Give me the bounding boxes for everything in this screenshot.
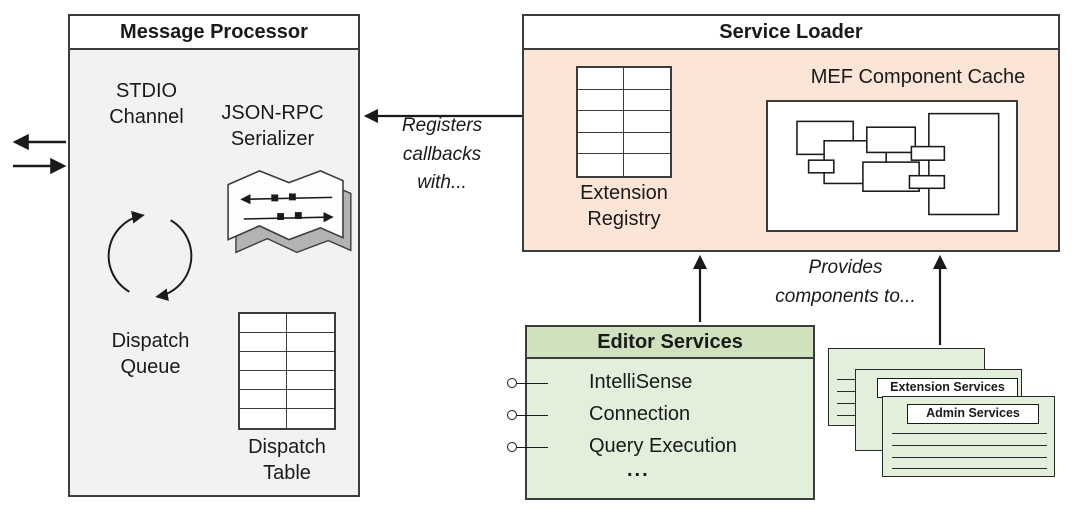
interface-lollipop-line: [516, 414, 548, 416]
extension-services-label: Extension Services: [877, 378, 1018, 398]
ribbon-face: [227, 170, 344, 241]
editor-service-item-label: Query Execution: [589, 435, 737, 457]
json-rpc-serializer-label: JSON-RPC Serializer: [221, 102, 324, 151]
editor-service-item-label: IntelliSense: [589, 371, 693, 393]
mef-component-cache-label: MEF Component Cache: [810, 66, 1026, 88]
editor-service-item-connection: Connection: [507, 403, 691, 429]
serializer-ribbon-icon: [227, 170, 352, 254]
editor-service-item-label: Connection: [589, 403, 691, 425]
extension-registry-icon: [576, 66, 672, 178]
service-loader-title: Service Loader: [524, 16, 1058, 50]
interface-lollipop-line: [516, 446, 548, 448]
ribbon-message-arrow-left: [240, 194, 333, 205]
registers-callbacks-label: Registers callbacks with...: [401, 115, 483, 193]
service-card-admin-services: Admin Services: [882, 396, 1055, 477]
stdio-channel-label: STDIO Channel: [109, 80, 184, 129]
extension-registry-label: Extension Registry: [580, 182, 668, 231]
editor-services-box: Editor Services IntelliSense Connection …: [507, 325, 815, 500]
dispatch-queue-label: Dispatch Queue: [111, 330, 190, 379]
message-processor-title: Message Processor: [70, 16, 358, 50]
editor-service-item-intellisense: IntelliSense: [507, 371, 693, 397]
service-cards-stack: Extension Services Admin Services: [828, 348, 1058, 480]
editor-services-title: Editor Services: [527, 327, 813, 359]
mef-components-icon: [796, 112, 1000, 216]
message-processor-box: Message Processor STDIO Channel JSON-RPC…: [68, 14, 360, 497]
interface-lollipop-line: [516, 382, 548, 384]
editor-services-ellipsis: ...: [627, 459, 650, 481]
admin-services-label: Admin Services: [907, 404, 1039, 424]
dispatch-queue-cycle-icon: [107, 210, 193, 302]
ribbon-message-arrow-right: [243, 212, 334, 223]
dispatch-table-label: Dispatch Table: [248, 436, 326, 485]
dispatch-table-icon: [238, 312, 336, 430]
editor-service-item-query-execution: Query Execution: [507, 435, 737, 461]
service-loader-box: Service Loader Extension Registry MEF Co…: [522, 14, 1060, 252]
mef-component-cache-box: [766, 100, 1018, 232]
provides-components-label: Provides components to...: [775, 257, 916, 307]
